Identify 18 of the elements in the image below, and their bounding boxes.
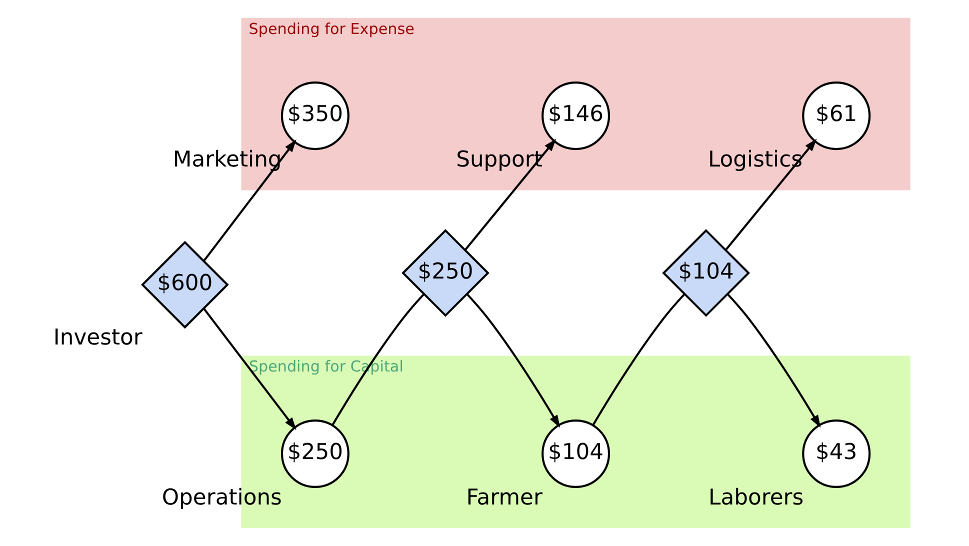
- node-label: Operations: [161, 485, 282, 510]
- connector: [592, 293, 685, 426]
- node-label: Laborers: [708, 485, 804, 510]
- node-diamond: $104: [662, 229, 750, 317]
- node-diamond: $250: [401, 229, 489, 317]
- node-circle: $43: [802, 419, 870, 488]
- arrow: [202, 140, 296, 262]
- node-circle: $350: [280, 82, 349, 150]
- connector: [331, 293, 424, 426]
- node-label: Marketing: [172, 148, 282, 172]
- node-label: Investor: [52, 326, 142, 351]
- arrow: [726, 293, 820, 428]
- node-label: Farmer: [466, 485, 542, 510]
- node-circle: $104: [541, 419, 610, 488]
- arrow: [202, 308, 296, 430]
- node-circle: $250: [280, 419, 349, 488]
- arrow: [466, 293, 560, 428]
- node-diamond: $600: [140, 240, 228, 329]
